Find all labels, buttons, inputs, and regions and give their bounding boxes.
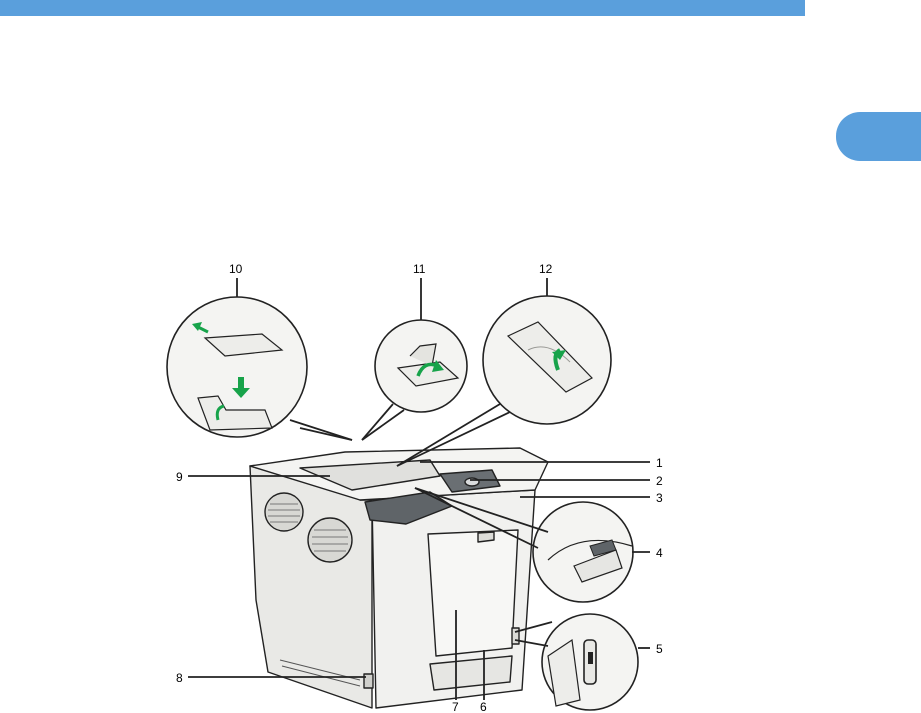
callout-12: 12	[539, 262, 553, 276]
callout-4: 4	[656, 546, 663, 560]
callout-9: 9	[176, 470, 183, 484]
callout-11: 11	[413, 262, 426, 276]
vent-left-1	[265, 493, 303, 531]
callout-5: 5	[656, 642, 663, 656]
callout-2: 2	[656, 474, 663, 488]
callout-10: 10	[229, 262, 243, 276]
callout-8: 8	[176, 671, 183, 685]
printer-body	[250, 448, 548, 708]
inset-12	[483, 296, 611, 424]
callout-7: 7	[452, 700, 459, 713]
inset-10	[167, 297, 307, 437]
callout-6: 6	[480, 700, 487, 713]
callout-1: 1	[656, 456, 663, 470]
inset-5	[542, 614, 638, 710]
inset-11	[375, 320, 467, 412]
front-cover	[428, 530, 518, 656]
inset-4	[533, 502, 633, 602]
vent-left-2	[308, 518, 352, 562]
callout-3: 3	[656, 491, 663, 505]
